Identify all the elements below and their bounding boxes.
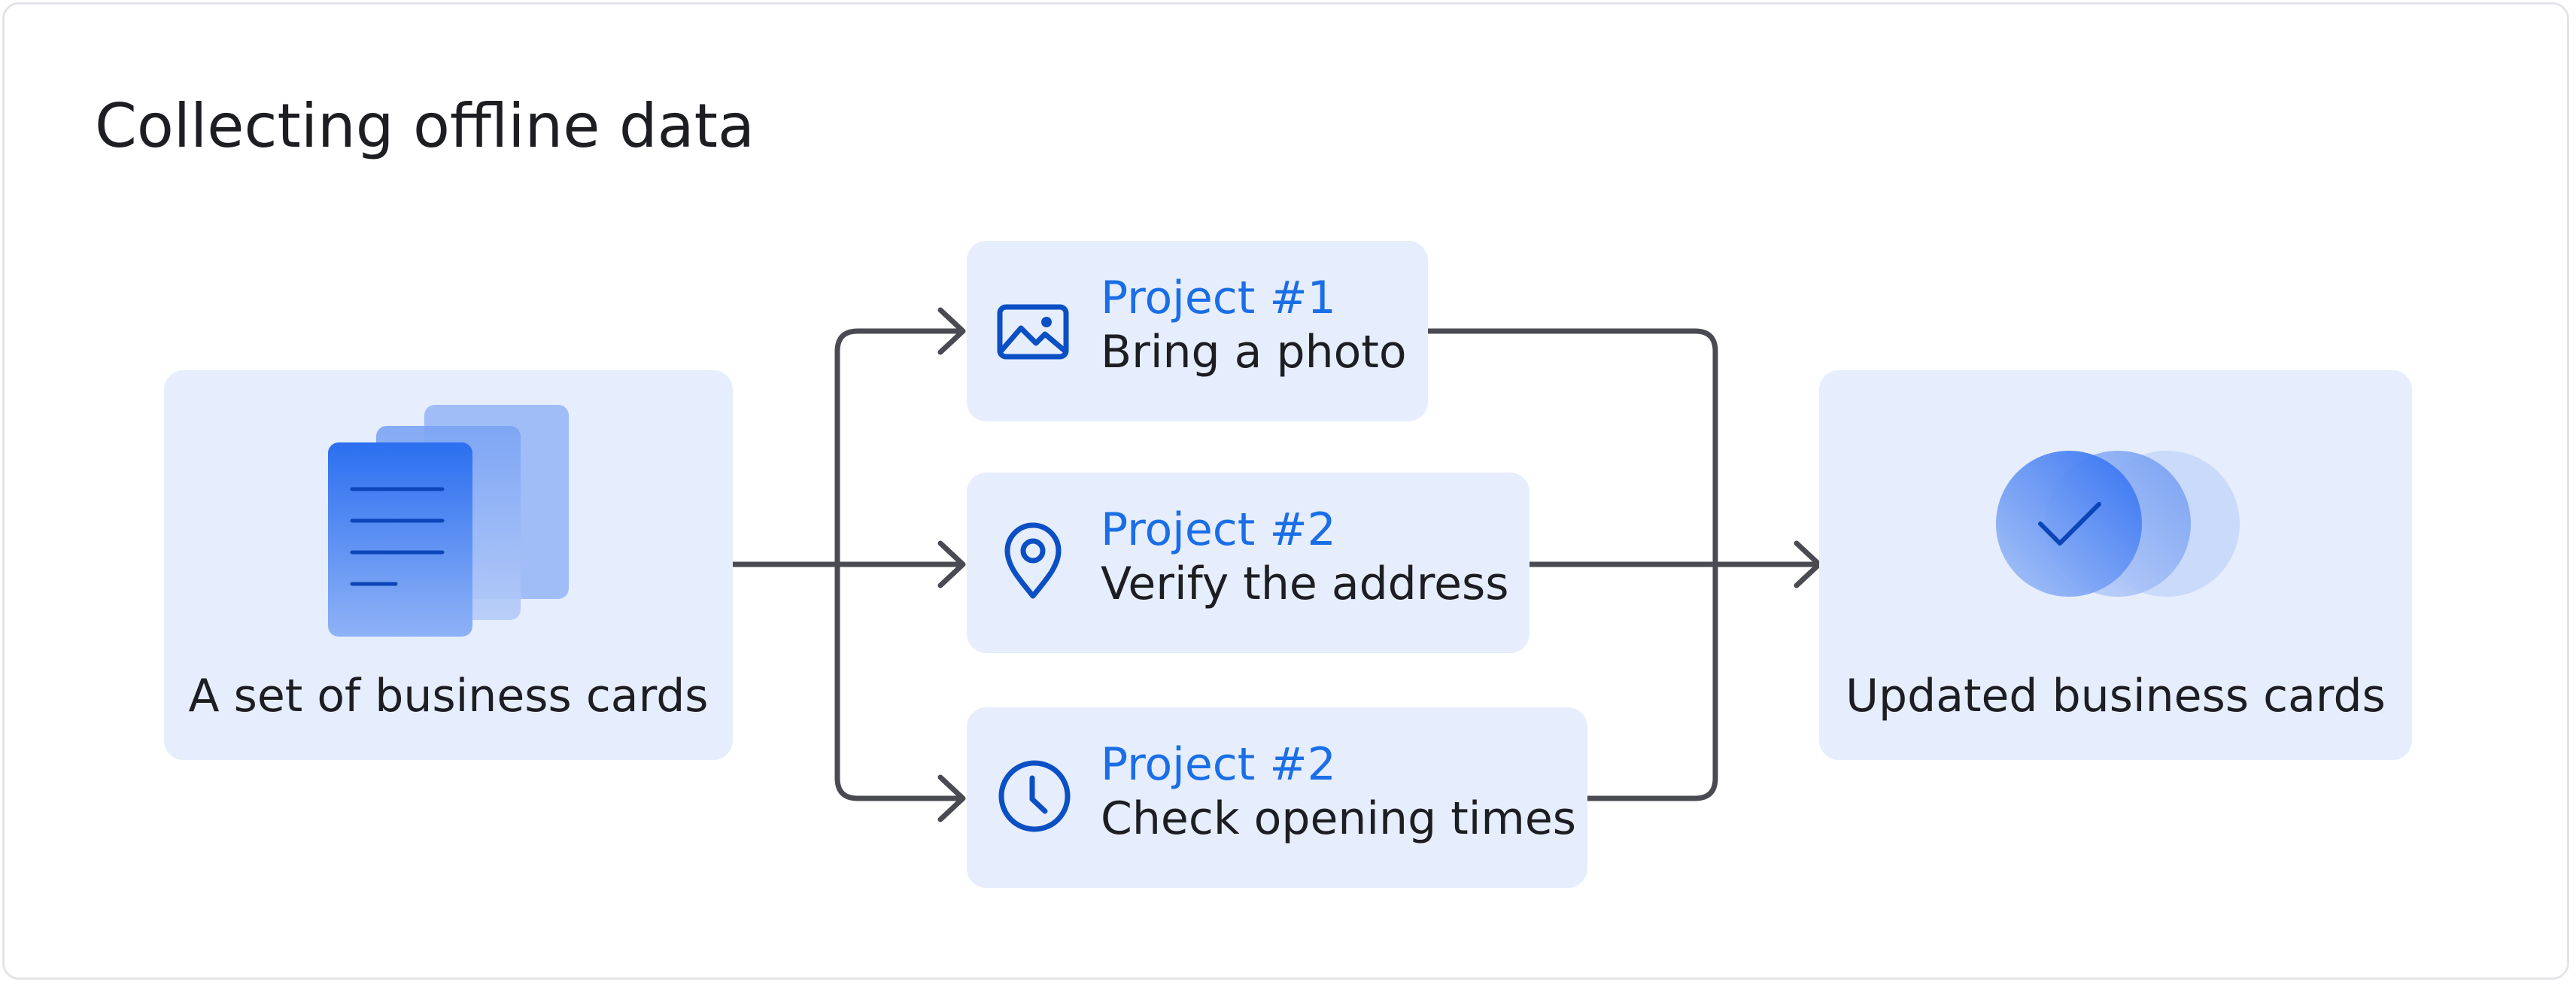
- arrowhead-project-3: [937, 774, 966, 822]
- connector-branch: [834, 328, 962, 801]
- project-2-number: Project #2: [1101, 503, 1336, 556]
- arrowhead-project-1: [937, 307, 966, 355]
- project-2-box: Project #2 Verify the address: [967, 473, 1530, 653]
- clock-icon: [998, 760, 1071, 832]
- check-circles-icon: [1996, 451, 2240, 597]
- result-label: Updated business cards: [1845, 670, 2386, 722]
- arrowhead-project-2: [937, 540, 966, 588]
- source-label: A set of business cards: [188, 670, 709, 722]
- project-1-name: Bring a photo: [1101, 326, 1407, 378]
- project-3-number: Project #2: [1101, 738, 1336, 791]
- project-3-name: Check opening times: [1101, 792, 1577, 845]
- project-1-box: Project #1 Bring a photo: [967, 241, 1428, 421]
- project-2-name: Verify the address: [1101, 558, 1509, 610]
- result-box: Updated business cards: [1819, 370, 2412, 760]
- image-icon: [997, 304, 1069, 360]
- project-1-number: Project #1: [1101, 272, 1336, 324]
- source-box: A set of business cards: [164, 370, 733, 760]
- diagram-title: Collecting offline data: [95, 91, 755, 161]
- project-3-box: Project #2 Check opening times: [967, 707, 1587, 888]
- document-stack-icon: [328, 405, 569, 637]
- location-pin-icon: [1004, 522, 1062, 599]
